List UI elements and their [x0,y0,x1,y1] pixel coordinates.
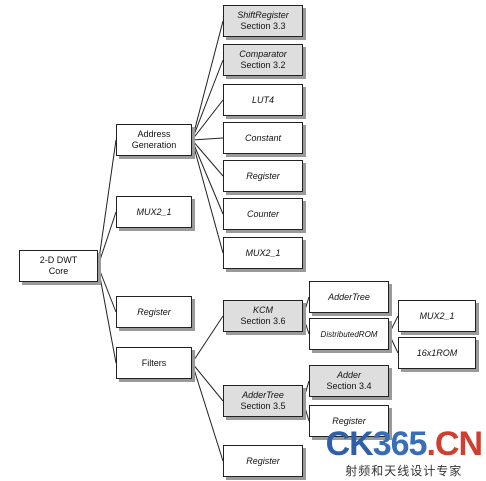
connector-rom-16x1 [388,333,399,354]
connector-addertree-adder [302,380,310,402]
distributedrom-label: DistributedROM [320,329,378,339]
shiftregister-node: ShiftRegister Section 3.3 [223,5,303,37]
constant-label: Constant [244,132,282,143]
addertree-node: AdderTree Section 3.5 [223,385,303,417]
addertree-node-kcm: AdderTree [309,281,389,313]
register-label-adder: Register [332,415,366,426]
shiftregister-label: ShiftRegister [237,10,289,20]
connector-kcm-addertree [302,296,310,317]
lut4-label: LUT4 [251,94,274,105]
mux2-1-label-rom: MUX2_1 [419,310,455,321]
connector-root-register [97,265,117,313]
connector-address-counter [191,139,224,215]
connector-root-address [97,139,117,267]
comparator-label: Comparator [239,49,287,59]
kcm-section: Section 3.6 [240,316,286,326]
rom-16x1-label: 16x1ROM [416,347,458,358]
connector-address-comparator [191,59,224,141]
watermark-tagline: 射频和天线设计专家 [345,464,463,478]
filters-label: Filters [141,357,167,368]
mux2-1-label: MUX2_1 [136,206,172,217]
connector-address-constant [191,137,224,141]
root-node: 2-D DWT Core [19,250,98,282]
addertree-label: AdderTree [242,390,284,400]
connector-address-lut4 [191,99,224,141]
connector-address-mux [191,139,224,254]
logo-cn: .CN [426,425,483,463]
register-label-filters: Register [246,455,280,466]
comparator-node: Comparator Section 3.2 [223,44,303,76]
shiftregister-section: Section 3.3 [240,21,286,31]
logo-365: 365 [372,425,428,463]
constant-node: Constant [223,122,303,154]
counter-label: Counter [246,208,280,219]
comparator-section: Section 3.2 [240,60,286,70]
addertree-section: Section 3.5 [240,401,286,411]
mux2-1-node-rom: MUX2_1 [398,300,476,332]
connector-root-filters [97,265,117,364]
register-node: Register [116,296,192,328]
connector-addertree-register [302,400,310,422]
address-generation-node: Address Generation [116,124,192,156]
mux2-1-label-address: MUX2_1 [245,247,281,258]
adder-section: Section 3.4 [326,381,372,391]
adder-node: Adder Section 3.4 [309,365,389,397]
mux2-1-node: MUX2_1 [116,196,192,228]
distributedrom-node: DistributedROM [309,318,389,350]
rom-16x1-node: 16x1ROM [398,337,476,369]
lut4-node: LUT4 [223,84,303,116]
connector-filters-kcm [191,315,224,364]
kcm-label: KCM [253,305,273,315]
connector-kcm-distributedrom [302,315,310,335]
connector-root-mux [97,211,117,267]
ck365-logo: CK365.CN [325,425,483,463]
ck365-watermark: CK365.CN 射频和天线设计专家 [325,425,483,479]
filters-node: Filters [116,347,192,379]
mux2-1-node-address: MUX2_1 [223,237,303,269]
connector-filters-register [191,362,224,462]
counter-node: Counter [223,198,303,230]
connector-filters-addertree [191,362,224,402]
root-node-label: 2-D DWT Core [39,255,78,276]
connector-address-shiftregister [191,20,224,141]
register-label-address: Register [246,170,280,181]
logo-ck: CK [325,425,374,463]
register-node-filters: Register [223,445,303,477]
addertree-label-kcm: AdderTree [328,291,370,302]
register-label: Register [137,306,171,317]
connector-address-register [191,139,224,177]
adder-label: Adder [336,370,362,380]
register-node-address: Register [223,160,303,192]
address-generation-label: Address Generation [131,129,177,150]
register-node-adder: Register [309,405,389,437]
connector-rom-mux [388,315,399,335]
kcm-node: KCM Section 3.6 [223,300,303,332]
